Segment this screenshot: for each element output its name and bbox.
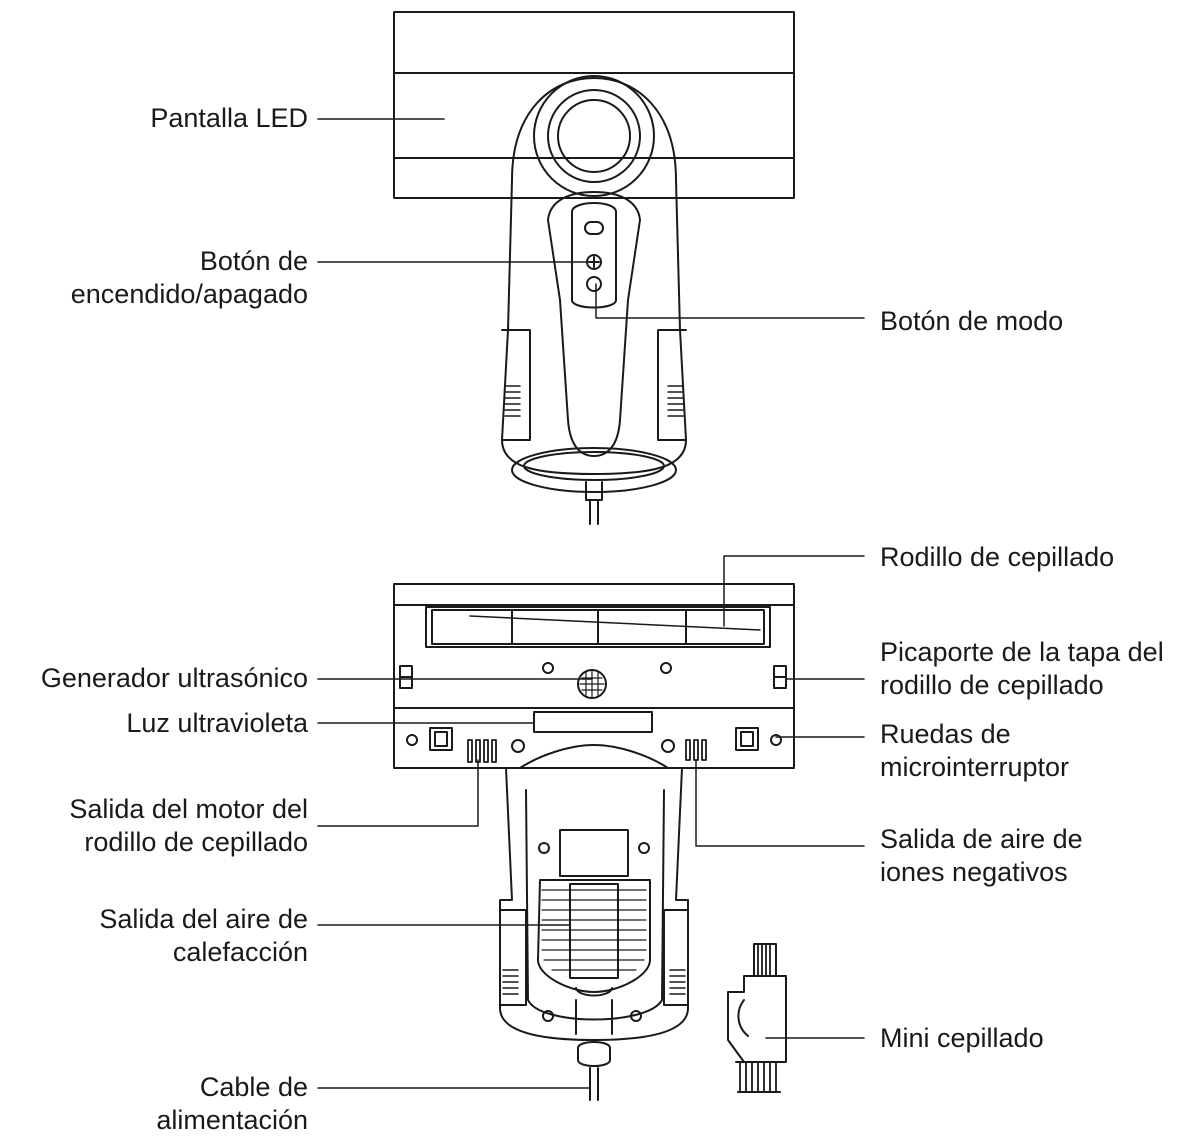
label-line: Salida del motor del bbox=[69, 794, 308, 824]
label-boton-modo: Botón de modo bbox=[880, 305, 1063, 338]
label-line: Generador ultrasónico bbox=[40, 663, 308, 693]
label-line: iones negativos bbox=[880, 857, 1068, 887]
leader-lines bbox=[317, 118, 865, 1089]
mini-brush-drawing bbox=[727, 943, 787, 1093]
label-generador-ultrasonico: Generador ultrasónico bbox=[41, 662, 308, 695]
label-line: Cable de bbox=[199, 1072, 308, 1102]
label-line: Botón de modo bbox=[880, 306, 1064, 336]
label-line: Ruedas de bbox=[880, 719, 1011, 749]
lower-device-drawing bbox=[393, 583, 795, 1101]
label-boton-encendido: Botón de encendido/apagado bbox=[71, 245, 308, 311]
label-line: Mini cepillado bbox=[880, 1023, 1044, 1053]
upper-device-drawing bbox=[393, 11, 795, 525]
label-picaporte: Picaporte de la tapa del rodillo de cepi… bbox=[880, 636, 1164, 702]
label-line: rodillo de cepillado bbox=[880, 670, 1104, 700]
label-line: Botón de bbox=[199, 246, 308, 276]
label-line: Salida del aire de bbox=[99, 904, 308, 934]
label-cable-alimentacion: Cable de alimentación bbox=[156, 1071, 308, 1137]
label-line: Picaporte de la tapa del bbox=[880, 637, 1164, 667]
label-line: microinterruptor bbox=[880, 752, 1070, 782]
label-mini-cepillado: Mini cepillado bbox=[880, 1022, 1044, 1055]
label-pantalla-led: Pantalla LED bbox=[150, 102, 308, 135]
label-salida-calefaccion: Salida del aire de calefacción bbox=[99, 903, 308, 969]
label-salida-iones: Salida de aire de iones negativos bbox=[880, 823, 1083, 889]
label-salida-motor: Salida del motor del rodillo de cepillad… bbox=[69, 793, 308, 859]
label-line: rodillo de cepillado bbox=[84, 827, 308, 857]
label-rodillo-cepillado: Rodillo de cepillado bbox=[880, 541, 1114, 574]
label-line: Luz ultravioleta bbox=[126, 708, 308, 738]
label-luz-ultravioleta: Luz ultravioleta bbox=[126, 707, 308, 740]
label-line: Salida de aire de bbox=[880, 824, 1083, 854]
label-ruedas-microinterruptor: Ruedas de microinterruptor bbox=[880, 718, 1069, 784]
label-line: alimentación bbox=[156, 1105, 308, 1135]
label-line: encendido/apagado bbox=[70, 279, 308, 309]
label-line: calefacción bbox=[172, 937, 308, 967]
label-line: Rodillo de cepillado bbox=[880, 542, 1115, 572]
label-line: Pantalla LED bbox=[150, 103, 308, 133]
